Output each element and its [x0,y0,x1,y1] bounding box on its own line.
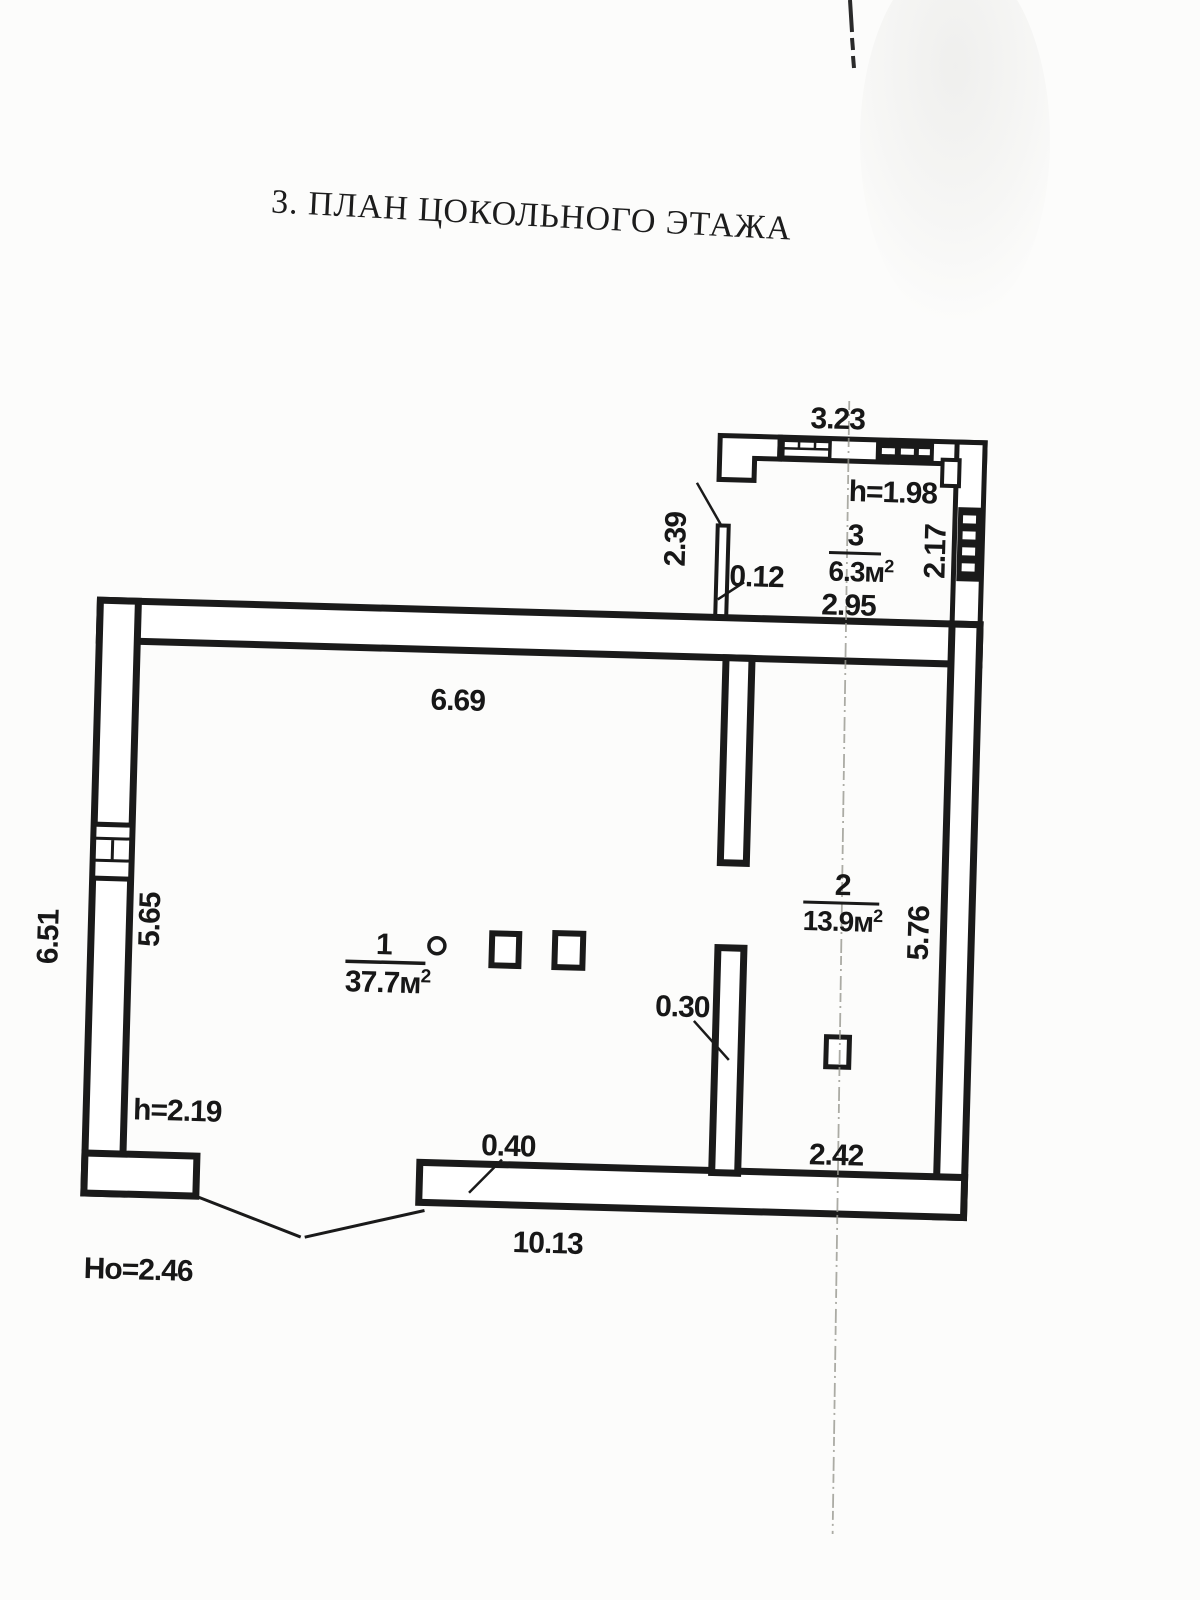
room1-label-underline [345,959,426,966]
dim-annex-width: 3.23 [810,402,866,437]
dim-annex-wall-thickness: 0.12 [729,560,785,595]
dim-room1-top: 6.69 [430,683,486,718]
dim-annex-inner-width: 2.95 [821,588,877,623]
column-square-1 [488,930,523,970]
left-wall-window [90,821,135,882]
dim-room2-right: 5.76 [902,905,937,961]
room2-area-value: 13.9м [802,905,873,938]
scan-crease-line [831,401,851,1535]
room2-number: 2 [834,869,851,902]
scan-artifact-streak [848,0,856,69]
column-square-2 [551,929,587,971]
annex-window-dark [875,441,935,464]
leader-line-partition [692,1020,730,1061]
dim-outer-left: 6.51 [31,909,66,965]
room1-area-sup: 2 [420,966,431,987]
leader-line-annex-wall [716,581,745,601]
annex-right-wall-step [939,457,962,489]
plan-group: 3.23 h=1.98 2.39 0.12 2.17 2.95 6.69 5.6… [31,401,988,1535]
room3-label-underline [828,551,882,556]
leader-line-bottom-wall [468,1158,503,1194]
partition-upper-segment [716,654,756,867]
annex-left-thin-wall [713,523,731,620]
dim-room2-bottom: 2.42 [809,1138,865,1173]
room1-number: 1 [376,928,393,961]
room3-area-value: 6.3м [828,556,884,589]
column-circle [427,935,447,956]
column-square-room2 [823,1034,853,1070]
note-room1-height: h=2.19 [133,1093,222,1128]
room3-number: 3 [847,519,864,552]
leader-line-annex-left [695,482,722,526]
note-annex-height: h=1.98 [848,475,937,510]
dim-outer-bottom: 10.13 [512,1226,583,1261]
room2-label-underline [803,900,880,906]
room3-area-sup: 2 [884,556,895,576]
dim-annex-right: 2.17 [918,524,953,580]
annex-window-hatched [780,438,832,461]
bottom-wall-left-block [80,1149,201,1200]
room2-area: 13.9м2 [802,904,883,938]
dim-bottom-wall-thickness: 0.40 [481,1129,537,1164]
room2-area-sup: 2 [873,906,884,926]
room1-area: 37.7м2 [344,964,431,1000]
annex-window-right-dark [956,507,982,582]
note-opening-height: Но=2.46 [83,1252,193,1288]
room3-area: 6.3м2 [828,555,895,589]
dim-partition-thickness: 0.30 [655,990,711,1025]
room1-area-value: 37.7м [344,965,420,1000]
bottom-wall-right-block [415,1158,969,1222]
scan-noise-smudge [860,0,1050,325]
opening-break-lines [195,1194,425,1239]
dim-annex-left: 2.39 [659,511,694,567]
dim-room1-left: 5.65 [133,892,168,948]
